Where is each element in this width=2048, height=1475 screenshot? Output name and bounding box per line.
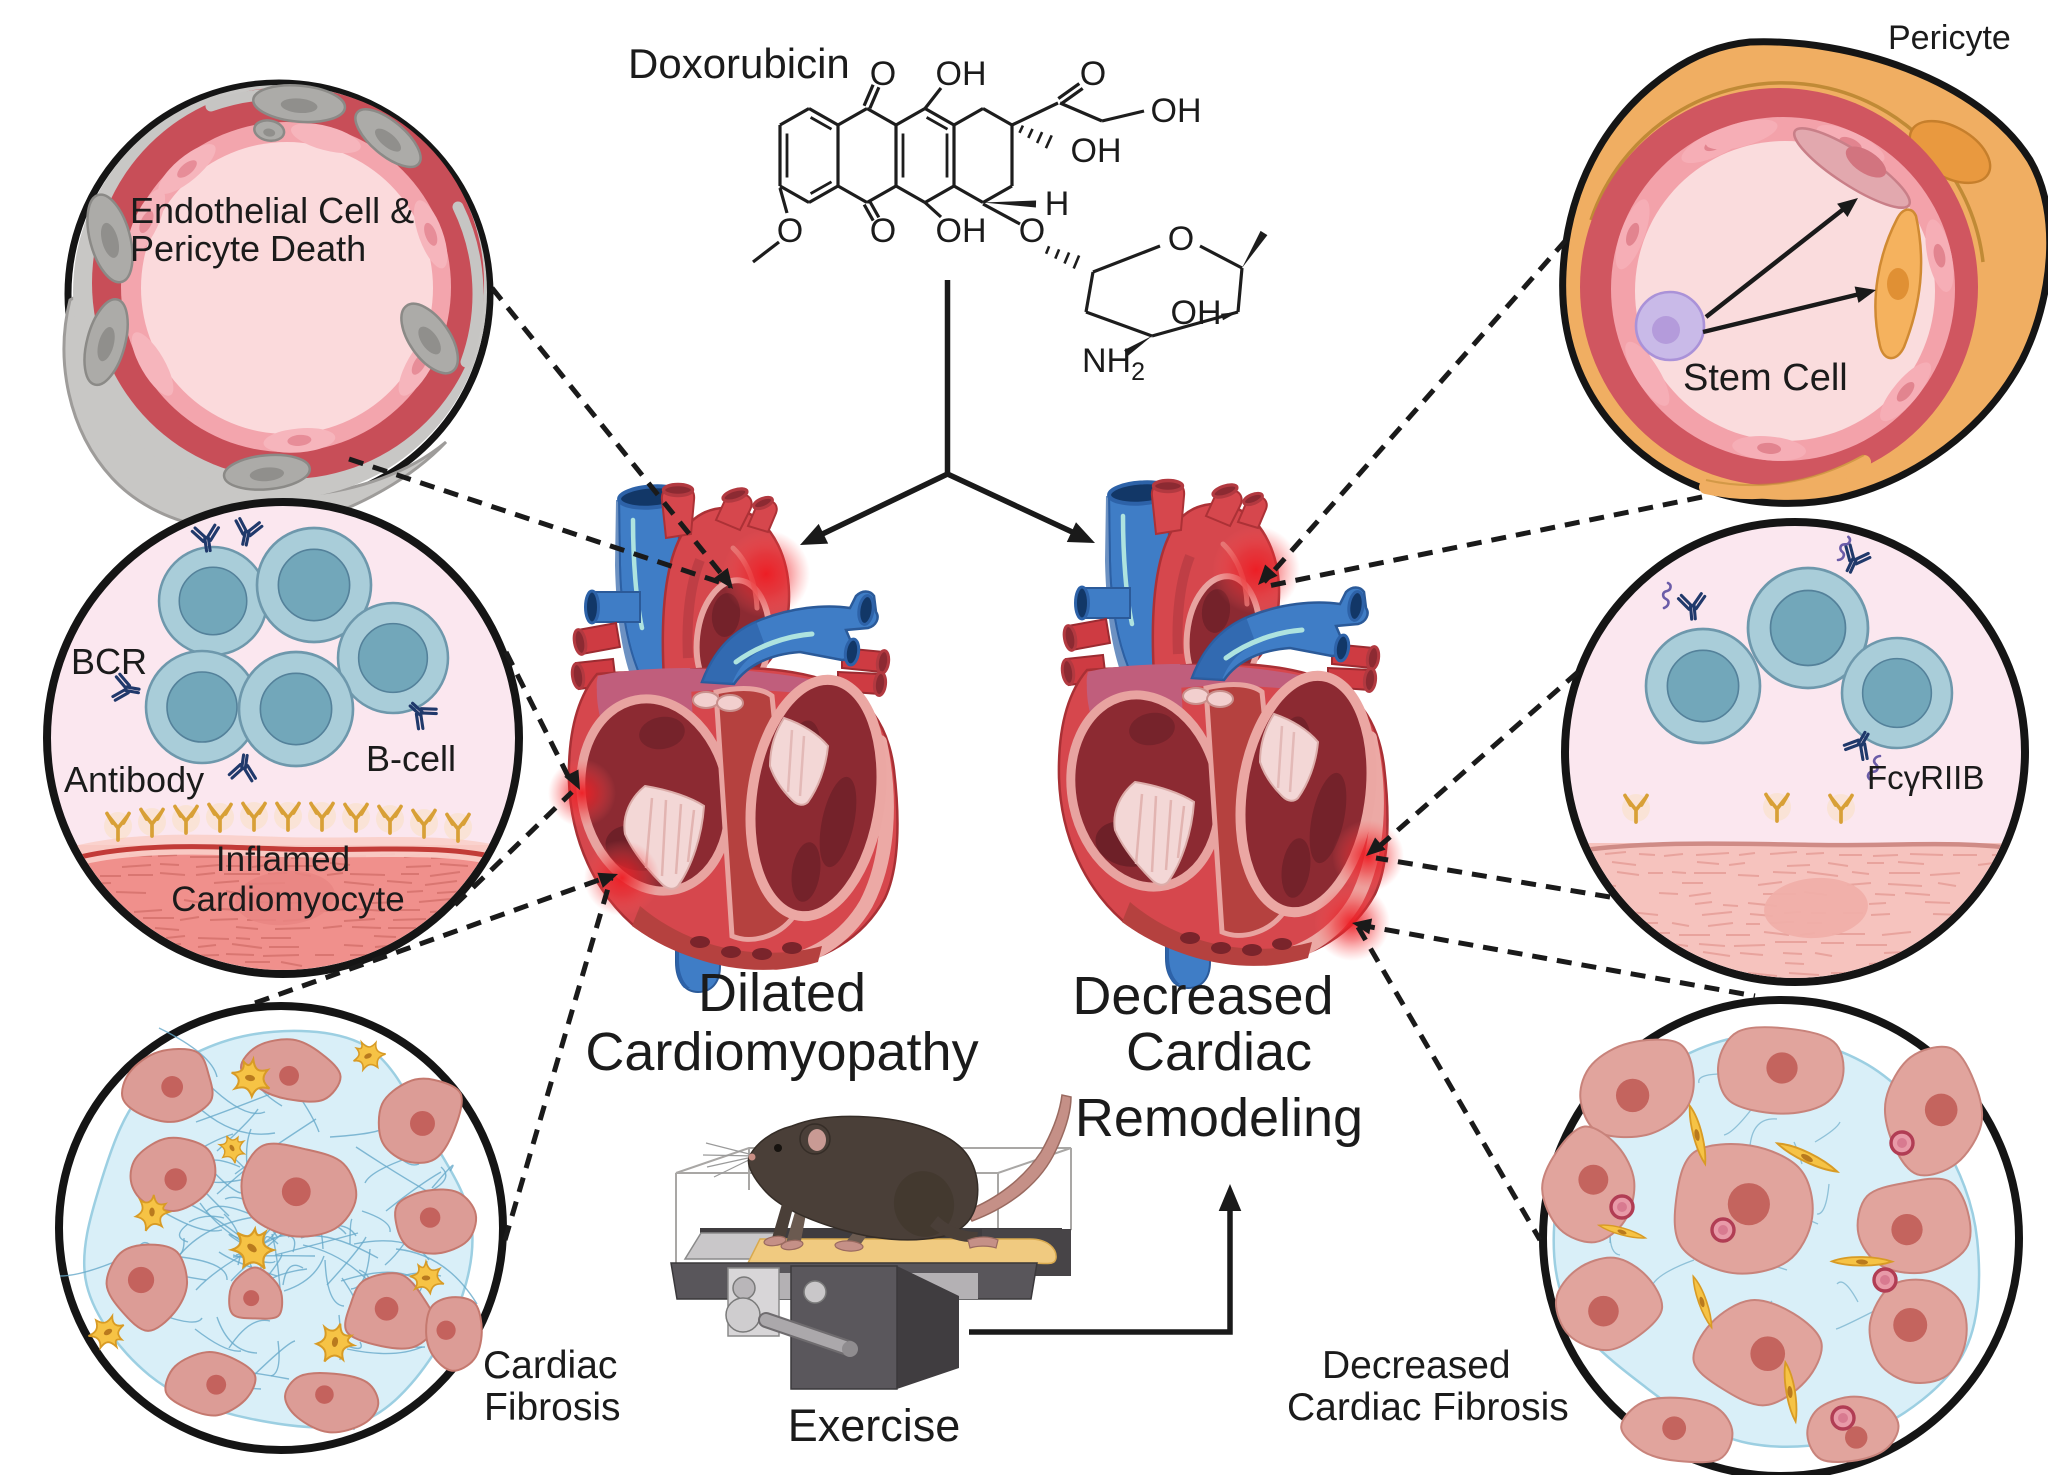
svg-text:Cardiac Fibrosis: Cardiac Fibrosis xyxy=(1287,1386,1569,1429)
svg-text:Pericyte Death: Pericyte Death xyxy=(130,228,366,269)
svg-text:H: H xyxy=(1045,185,1070,223)
svg-text:Decreased: Decreased xyxy=(1322,1344,1511,1387)
svg-text:Antibody: Antibody xyxy=(64,759,204,800)
svg-text:B-cell: B-cell xyxy=(366,738,456,779)
svg-text:Endothelial Cell &: Endothelial Cell & xyxy=(130,190,414,231)
svg-text:Fibrosis: Fibrosis xyxy=(484,1386,621,1429)
svg-text:O: O xyxy=(1168,220,1194,258)
svg-text:Pericyte: Pericyte xyxy=(1888,19,2011,57)
svg-text:OH: OH xyxy=(936,212,987,250)
svg-text:Cardiac: Cardiac xyxy=(1126,1022,1312,1082)
svg-text:O: O xyxy=(777,212,803,250)
svg-text:Cardiomyocyte: Cardiomyocyte xyxy=(171,880,404,919)
svg-text:Decreased: Decreased xyxy=(1072,966,1333,1026)
svg-text:OH: OH xyxy=(1071,132,1122,170)
svg-text:O: O xyxy=(870,212,896,250)
svg-text:Inflamed: Inflamed xyxy=(216,840,350,879)
svg-text:OH: OH xyxy=(936,55,987,93)
svg-text:O: O xyxy=(870,55,896,93)
svg-text:BCR: BCR xyxy=(71,641,147,682)
svg-text:Cardiomyopathy: Cardiomyopathy xyxy=(585,1022,978,1082)
svg-text:O: O xyxy=(1019,212,1045,250)
svg-text:Dilated: Dilated xyxy=(698,963,866,1023)
svg-text:Cardiac: Cardiac xyxy=(483,1344,617,1387)
svg-text:Doxorubicin: Doxorubicin xyxy=(628,40,850,87)
svg-text:FcγRIIB: FcγRIIB xyxy=(1867,759,1984,796)
svg-text:Exercise: Exercise xyxy=(788,1400,961,1451)
svg-text:OH: OH xyxy=(1171,294,1222,332)
svg-text:Remodeling: Remodeling xyxy=(1075,1088,1363,1148)
svg-text:OH: OH xyxy=(1151,92,1202,130)
svg-text:Stem Cell: Stem Cell xyxy=(1683,357,1848,399)
svg-text:O: O xyxy=(1080,55,1106,93)
